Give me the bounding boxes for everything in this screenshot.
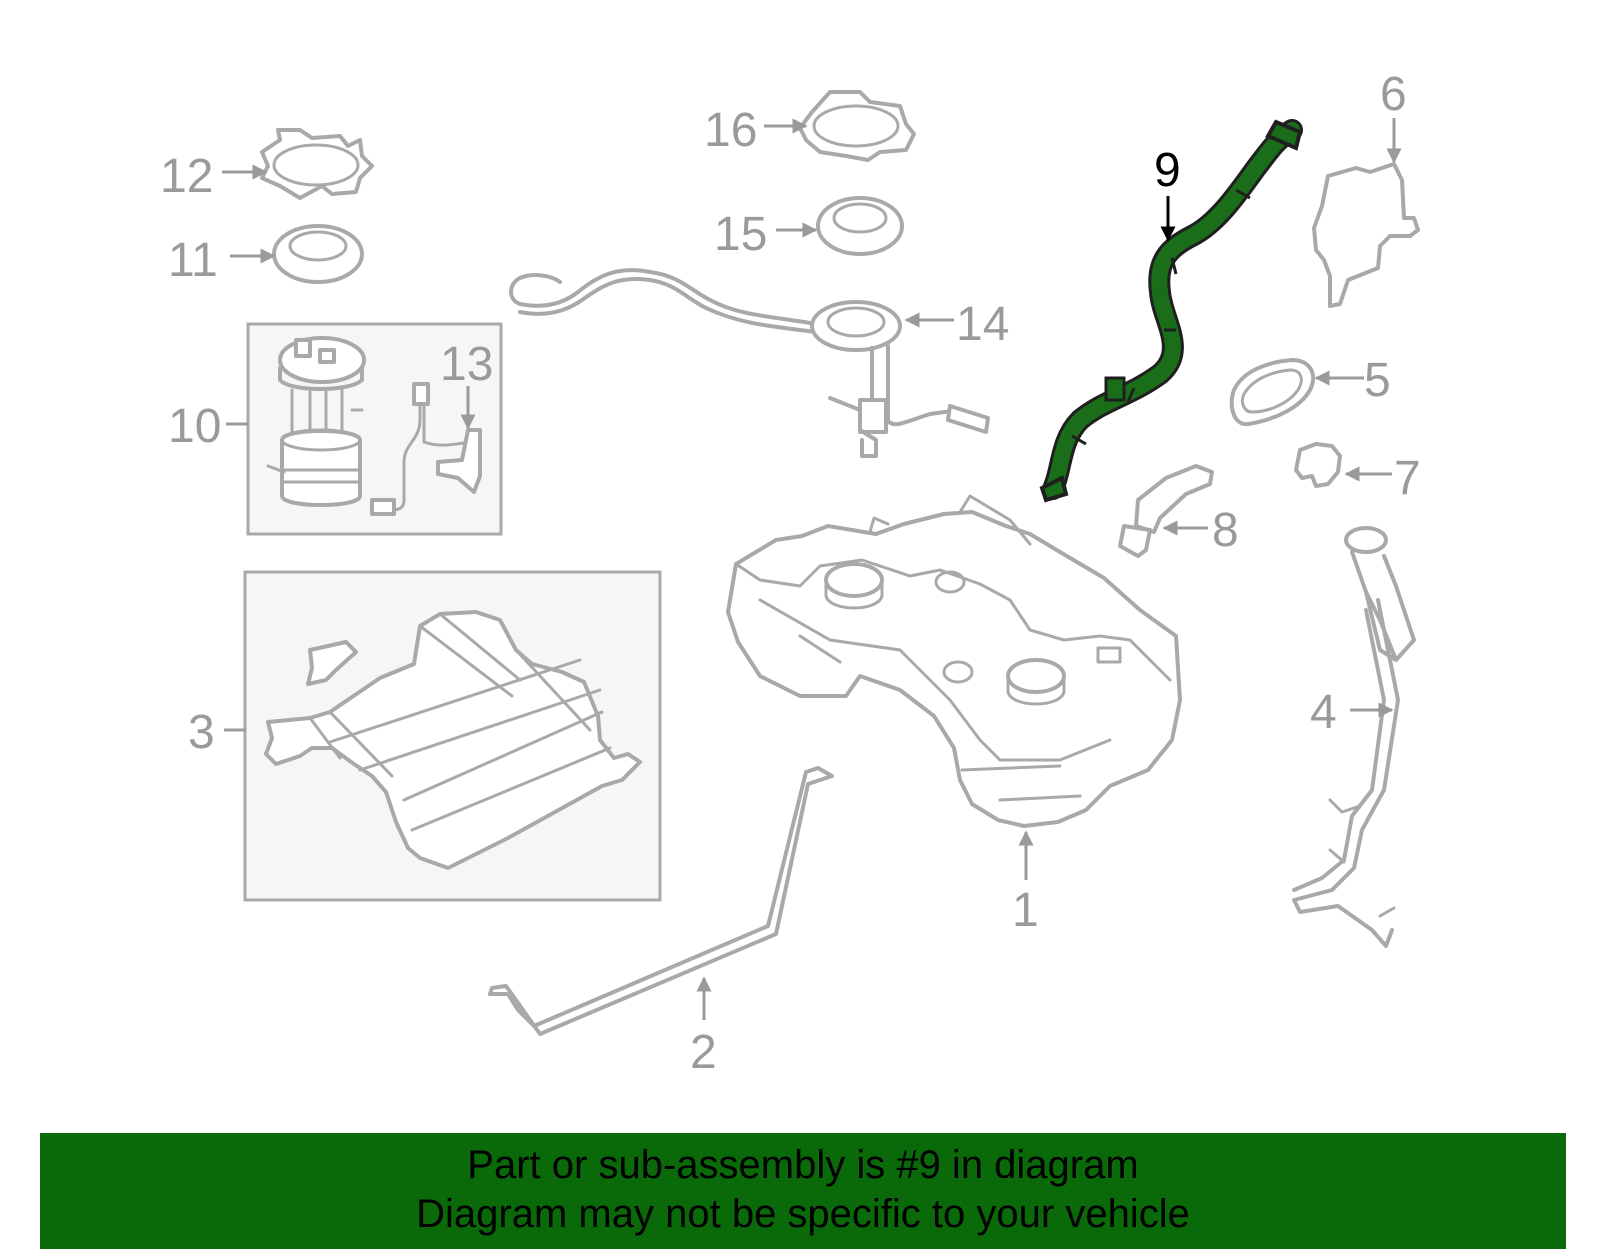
callout-label-5: 5 (1364, 354, 1391, 407)
banner-line-part-number: Part or sub-assembly is #9 in diagram (467, 1143, 1139, 1187)
callout-label-15: 15 (714, 208, 767, 261)
part-16-lock-ring (798, 90, 916, 162)
part-10-fuel-pump-module (266, 336, 366, 507)
part-1-fuel-tank (726, 494, 1182, 828)
part-15-seal (816, 196, 904, 256)
callout-label-2: 2 (690, 1026, 717, 1079)
part-13-harness (370, 382, 482, 516)
part-12-lock-ring (260, 128, 374, 200)
part-2-tank-strap (488, 766, 834, 1036)
callout-label-14: 14 (956, 298, 1009, 351)
callout-4: 4 (1310, 686, 1394, 739)
callout-label-9: 9 (1154, 144, 1181, 197)
callout-5: 5 (1314, 354, 1391, 407)
part-5-gasket (1229, 358, 1316, 427)
callout-14: 14 (904, 298, 1009, 351)
callout-2: 2 (690, 976, 717, 1079)
callout-16: 16 (704, 104, 808, 157)
callout-label-3: 3 (188, 706, 215, 759)
part-notice-banner: Part or sub-assembly is #9 in diagram Di… (40, 1133, 1566, 1249)
callout-6: 6 (1380, 68, 1407, 164)
callout-8: 8 (1162, 504, 1239, 557)
banner-line-disclaimer: Diagram may not be specific to your vehi… (416, 1192, 1190, 1236)
callout-7: 7 (1344, 452, 1421, 505)
part-3-heat-shield (264, 610, 642, 870)
callout-13: 13 (440, 338, 493, 430)
callout-label-8: 8 (1212, 504, 1239, 557)
callout-label-11: 11 (168, 234, 218, 287)
part-14-sender-unit (509, 268, 990, 458)
callout-label-1: 1 (1012, 884, 1039, 937)
callout-1: 1 (1012, 830, 1039, 937)
part-11-seal (272, 224, 364, 284)
part-6-bracket (1312, 162, 1420, 308)
callout-11: 11 (168, 234, 276, 287)
part-7-cap (1294, 442, 1342, 488)
callout-label-16: 16 (704, 104, 757, 157)
part-4-filler-pipe (1292, 526, 1416, 948)
callout-label-6: 6 (1380, 68, 1407, 121)
callout-label-4: 4 (1310, 686, 1337, 739)
callout-label-13: 13 (440, 338, 493, 391)
part-8-hose (1118, 464, 1214, 558)
callout-label-10: 10 (168, 400, 221, 453)
callout-9-highlighted: 9 (1154, 144, 1181, 242)
callout-10: 10 (168, 400, 248, 453)
callout-3: 3 (188, 706, 246, 759)
callout-15: 15 (714, 208, 818, 261)
callout-label-12: 12 (160, 150, 213, 203)
part-9-filler-hose-highlighted (1039, 119, 1303, 503)
callout-label-7: 7 (1394, 452, 1421, 505)
callout-12: 12 (160, 150, 268, 203)
